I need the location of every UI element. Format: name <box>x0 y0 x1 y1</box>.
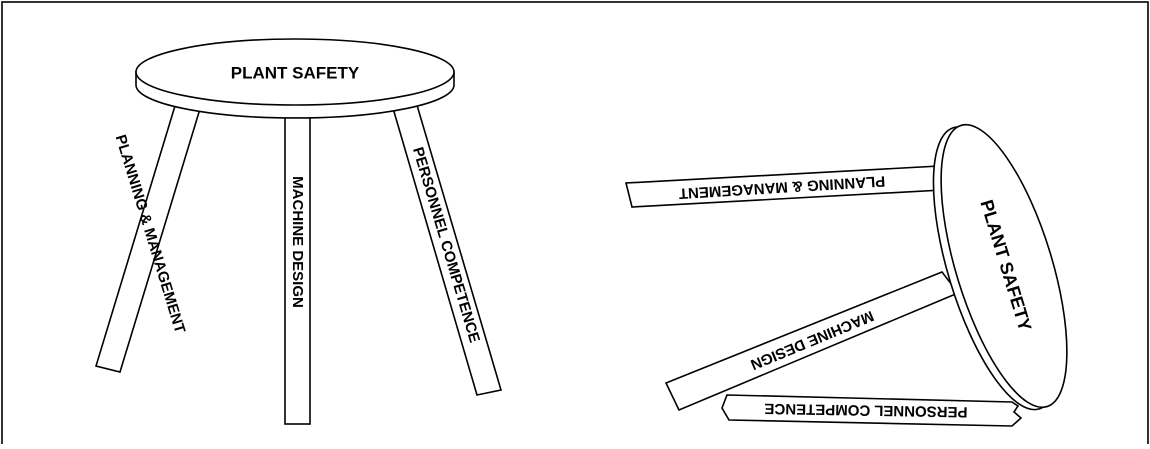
stool-fallen-leg-middle: MACHINE DESIGN <box>666 272 958 410</box>
fallen-leg-broken-label: PERSONNEL COMPETENCE <box>764 400 967 421</box>
stool-fallen-seat: PLANT SAFETY <box>907 111 1092 423</box>
stool-upright-leg-middle: MACHINE DESIGN <box>285 112 310 424</box>
seat-label: PLANT SAFETY <box>231 64 360 83</box>
leg-middle-label: MACHINE DESIGN <box>289 176 306 308</box>
fallen-leg-middle-label: MACHINE DESIGN <box>748 307 876 373</box>
leg-right-label: PERSONNEL COMPETENCE <box>409 145 483 345</box>
stool-upright-leg-left: PLANNING & MANAGEMENT <box>96 96 203 372</box>
stool-upright-leg-right: PERSONNEL COMPETENCE <box>390 95 501 395</box>
stool-upright-seat: PLANT SAFETY <box>136 39 454 118</box>
stool-fallen-leg-top: PLANNING & MANAGEMENT <box>626 166 942 207</box>
stool-fallen-leg-broken: PERSONNEL COMPETENCE <box>722 395 1021 426</box>
stool-upright: PLANNING & MANAGEMENT MACHINE DESIGN PER… <box>96 39 501 424</box>
stool-fallen: PLANNING & MANAGEMENT MACHINE DESIGN PER… <box>626 111 1093 426</box>
